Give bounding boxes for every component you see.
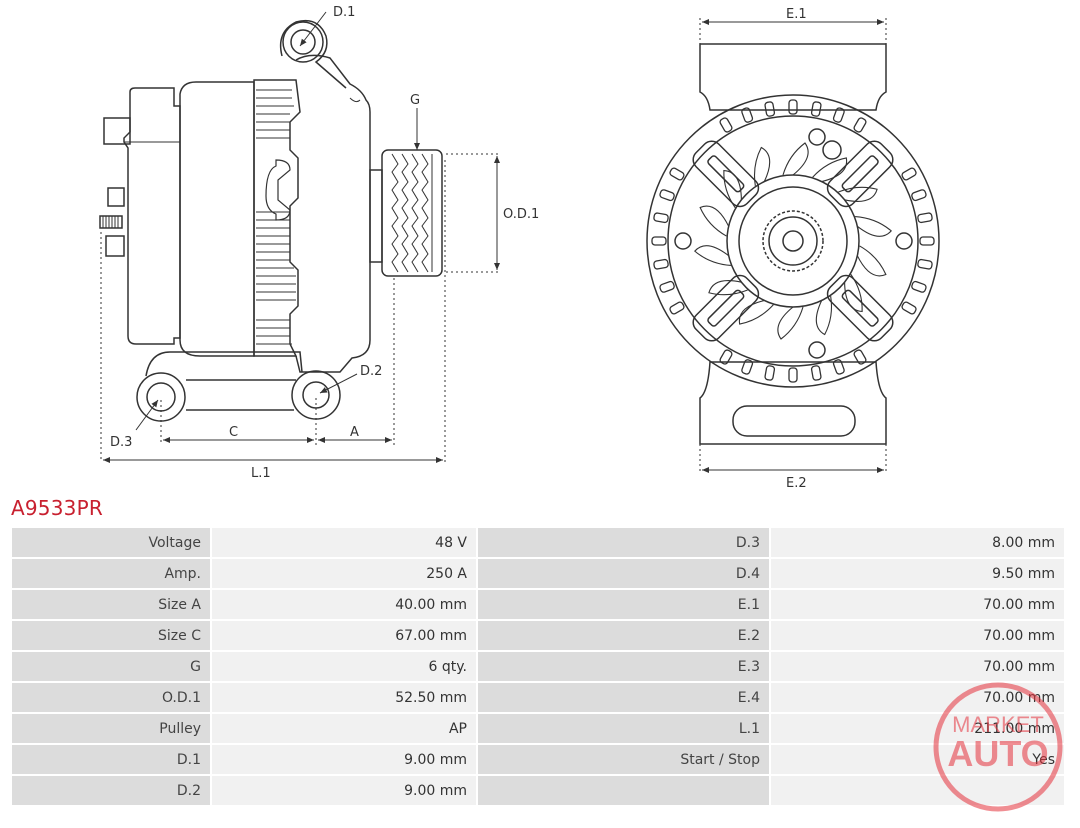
spec-value: 211.00 mm [771,714,1064,743]
spec-value: 9.00 mm [212,745,476,774]
alternator-drawing: D.1 G O.D.1 D.2 D.3 C A L.1 [99,5,940,491]
spec-label: E.2 [478,621,769,650]
spec-label: Voltage [12,528,210,557]
label-l1: L.1 [251,466,271,481]
spec-label: E.3 [478,652,769,681]
spec-value: 8.00 mm [771,528,1064,557]
spec-label: E.4 [478,683,769,712]
side-view [99,19,443,422]
spec-value: 6 qty. [212,652,476,681]
spec-value: 52.50 mm [212,683,476,712]
side-view-dimensions [100,11,500,463]
spec-value: 9.50 mm [771,559,1064,588]
spec-value: 70.00 mm [771,683,1064,712]
spec-label [478,776,769,805]
spec-value: 250 A [212,559,476,588]
spec-value: 70.00 mm [771,590,1064,619]
spec-label: L.1 [478,714,769,743]
front-view-labels: E.1 E.2 [786,7,807,491]
spec-label: E.1 [478,590,769,619]
front-view-dimensions [699,18,887,474]
spec-label: O.D.1 [12,683,210,712]
spec-value: 48 V [212,528,476,557]
spec-value [771,776,1064,805]
spec-value: 67.00 mm [212,621,476,650]
label-d1: D.1 [333,5,355,20]
spec-label: G [12,652,210,681]
spec-label: Size A [12,590,210,619]
label-od1: O.D.1 [503,207,539,222]
front-view [646,43,940,445]
spec-label: D.3 [478,528,769,557]
side-view-labels: D.1 G O.D.1 D.2 D.3 C A L.1 [110,5,539,481]
spec-value: AP [212,714,476,743]
spec-label: Pulley [12,714,210,743]
spec-value: 70.00 mm [771,621,1064,650]
label-d2: D.2 [360,364,382,379]
spec-label: Size C [12,621,210,650]
label-c: C [229,425,238,440]
spec-label: Amp. [12,559,210,588]
label-d3: D.3 [110,435,132,450]
spec-label: Start / Stop [478,745,769,774]
label-a: A [350,425,359,440]
label-e2: E.2 [786,476,807,491]
spec-value: 9.00 mm [212,776,476,805]
spec-label: D.1 [12,745,210,774]
part-number-title: A9533PR [11,496,103,520]
label-g: G [410,93,420,108]
spec-value: Yes [771,745,1064,774]
spec-label: D.4 [478,559,769,588]
label-e1: E.1 [786,7,807,22]
spec-value: 70.00 mm [771,652,1064,681]
spec-value: 40.00 mm [212,590,476,619]
spec-label: D.2 [12,776,210,805]
